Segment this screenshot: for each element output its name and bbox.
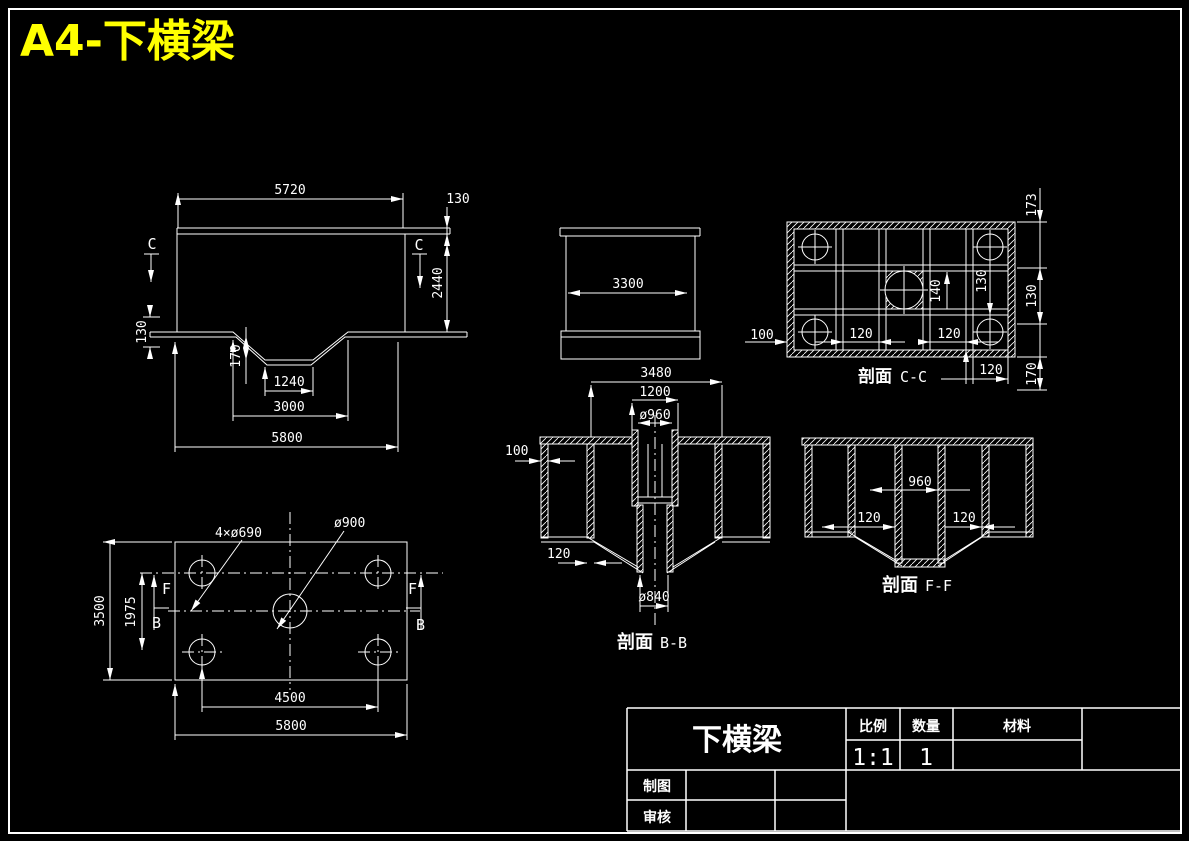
side-view-dim-width: 3300 xyxy=(612,277,643,292)
section-mark-c-left: C xyxy=(147,235,156,253)
title-block xyxy=(626,707,1181,832)
section-ff-texts: 960 120 120 剖面 F-F xyxy=(857,475,975,596)
bb-dim-960: ø960 xyxy=(639,408,670,423)
cc-label-code: C-C xyxy=(900,368,927,386)
plan-dim-holes-span: 4500 xyxy=(274,691,305,706)
quantity-value: 1 xyxy=(919,745,933,771)
plan-dim-rows: 1975 xyxy=(124,596,139,627)
cc-dim-140: 140 xyxy=(929,279,944,302)
plan-callout-center-hole: ø900 xyxy=(334,516,365,531)
plan-dim-height: 3500 xyxy=(93,595,108,626)
ff-dim-120-l: 120 xyxy=(857,511,880,526)
bb-dim-100: 100 xyxy=(505,444,528,459)
ff-dim-120-r: 120 xyxy=(952,511,975,526)
ff-label-code: F-F xyxy=(925,577,952,595)
bb-dim-3480: 3480 xyxy=(640,366,671,381)
plan-dim-width: 5800 xyxy=(275,719,306,734)
dim-height: 2440 xyxy=(431,267,446,298)
plan-callout-corner-holes: 4×ø690 xyxy=(215,526,262,541)
scale-label: 比例 xyxy=(859,718,887,735)
title-block-texts: 下横梁 比例 数量 材料 1:1 1 制图 审核 xyxy=(643,718,1031,826)
cc-dim-120-b: 120 xyxy=(937,327,960,342)
front-view-texts: 5720 130 2440 C C 130 170 1240 3000 5800 xyxy=(135,183,470,446)
part-name: 下横梁 xyxy=(692,723,782,758)
ff-dim-960: 960 xyxy=(908,475,931,490)
dim-notch-top: 3000 xyxy=(273,400,304,415)
front-view xyxy=(143,193,468,452)
drafter-label: 制图 xyxy=(643,778,671,795)
cc-dim-100: 100 xyxy=(750,328,773,343)
bb-label-code: B-B xyxy=(660,634,687,652)
plan-mark-f-left: F xyxy=(162,580,171,598)
section-bb-texts: 3480 1200 ø960 100 120 ø840 剖面 B-B xyxy=(505,366,687,653)
dim-edge: 130 xyxy=(135,320,150,343)
cc-dim-120-c: 120 xyxy=(979,363,1002,378)
section-mark-c-right: C xyxy=(414,236,423,254)
material-label: 材料 xyxy=(1003,718,1031,735)
bb-dim-120: 120 xyxy=(547,547,570,562)
cc-dim-130-outer: 130 xyxy=(1025,284,1040,307)
section-bb xyxy=(515,382,771,628)
plan-view xyxy=(103,512,443,740)
dim-notch-depth: 170 xyxy=(229,344,244,367)
dim-span-top: 5720 xyxy=(274,183,305,198)
cc-dim-173: 173 xyxy=(1025,193,1040,216)
plan-mark-f-right: F xyxy=(408,580,417,598)
bb-label-cn: 剖面 xyxy=(617,631,653,653)
section-ff xyxy=(801,437,1034,568)
bb-dim-1200: 1200 xyxy=(639,385,670,400)
quantity-label: 数量 xyxy=(912,718,940,735)
section-cc-texts: 173 130 170 140 130 100 120 120 120 剖面 C… xyxy=(750,193,1040,387)
plan-view-texts: 4×ø690 ø900 3500 1975 4500 5800 F B F B xyxy=(93,516,425,734)
plan-mark-b-right: B xyxy=(416,616,425,634)
ff-label-cn: 剖面 xyxy=(882,574,918,596)
page-title: A4-下横梁 xyxy=(20,16,235,67)
side-view xyxy=(559,227,701,360)
plan-mark-b-left: B xyxy=(152,614,161,632)
cc-dim-130-inner: 130 xyxy=(975,269,990,292)
section-cc xyxy=(745,188,1047,390)
dim-span-bottom: 5800 xyxy=(271,431,302,446)
cc-dim-120-a: 120 xyxy=(849,327,872,342)
bb-dim-840: ø840 xyxy=(638,590,669,605)
scale-value: 1:1 xyxy=(852,745,894,771)
dim-flange: 130 xyxy=(446,192,469,207)
drawing-frame xyxy=(8,8,1182,834)
checker-label: 审核 xyxy=(643,809,671,826)
cc-label-cn: 剖面 xyxy=(858,366,892,387)
cc-dim-170: 170 xyxy=(1025,362,1040,385)
dim-notch-bottom: 1240 xyxy=(273,375,304,390)
